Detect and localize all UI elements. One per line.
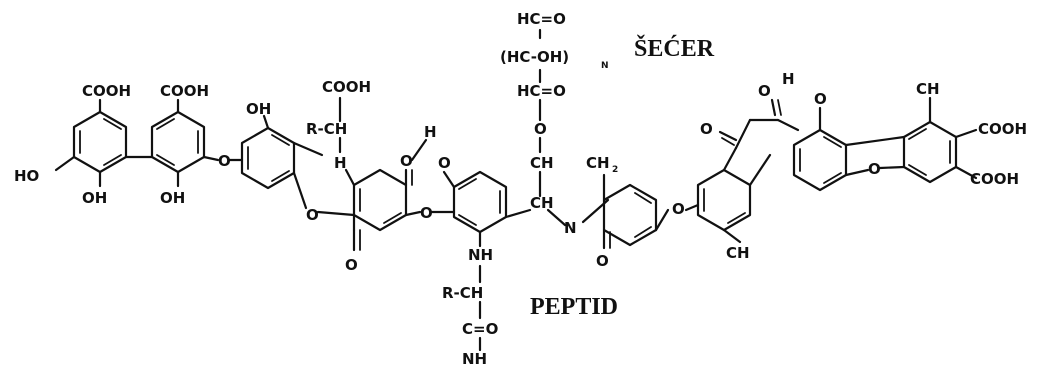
ring-3 (228, 114, 324, 210)
label-oh-1: OH (82, 189, 107, 207)
label-cooh-4: COOH (978, 120, 1027, 138)
label-o-right-2: O (758, 82, 771, 100)
label-nh-1: NH (468, 246, 493, 264)
label-n-bridge: N (564, 219, 577, 237)
peptide-bonds (410, 138, 482, 352)
label-o-quinone-1: O (400, 152, 413, 170)
ring-6 (602, 173, 670, 250)
ring-5 (430, 170, 532, 248)
label-ch-bridge: CH (530, 194, 554, 212)
label-nh-2: NH (462, 350, 487, 368)
label-o-furan: O (868, 160, 881, 178)
label-ch-bottom-right: CH (726, 244, 750, 262)
label-r-ch-top: R-CH (306, 120, 347, 138)
label-cooh-1: COOH (82, 82, 131, 100)
label-peptide: PEPTID (530, 294, 618, 320)
label-oh-3: OH (246, 100, 271, 118)
label-ch-link: CH (530, 154, 554, 172)
label-o-ketone-mid: O (596, 252, 609, 270)
atom-labels: HC=O (HC-OH) N HC=O O CH CH N ŠEĆER COOH… (14, 10, 1027, 368)
label-r-ch-bottom: R-CH (442, 284, 483, 302)
label-hc-o-mid: HC=O (517, 82, 566, 100)
label-hbond-h: H (424, 123, 437, 141)
bond-network (54, 28, 978, 252)
ring-7 (684, 146, 772, 244)
label-o-link: O (534, 120, 547, 138)
ring-9 (844, 96, 978, 184)
label-o-right-1: O (700, 120, 713, 138)
label-o-ether-3: O (420, 204, 433, 222)
label-o-ether-2: O (306, 206, 319, 224)
dione-ring (718, 98, 800, 150)
quinone-ring (316, 168, 422, 252)
label-ho-1: HO (14, 167, 39, 185)
label-ch2: CH (586, 154, 610, 172)
label-o-right-3: O (814, 90, 827, 108)
label-cooh-3: COOH (322, 78, 371, 96)
label-oh-2: OH (160, 189, 185, 207)
label-chain-subscript-n: N (601, 61, 609, 71)
ring-1 (54, 98, 128, 188)
label-hc-oh-chain: (HC-OH) (500, 48, 569, 66)
label-c-o-amide: C=O (462, 320, 498, 338)
label-h-alpha: H (334, 154, 347, 172)
label-o-ether-4: O (672, 200, 685, 218)
label-o-ether-1: O (218, 152, 231, 170)
label-cooh-2: COOH (160, 82, 209, 100)
ring-8 (792, 106, 870, 192)
label-sugar: ŠEĆER (634, 35, 715, 62)
label-ch-top-right: CH (916, 80, 940, 98)
label-ch2-sub: 2 (612, 165, 618, 175)
label-cooh-5: COOH (970, 170, 1019, 188)
label-hbond-o: O (438, 154, 451, 172)
label-hc-o-top: HC=O (517, 10, 566, 28)
label-o-quinone-2: O (345, 256, 358, 274)
ring-2 (124, 98, 220, 188)
label-h-right: H (782, 70, 795, 88)
n-bridge (546, 198, 610, 227)
